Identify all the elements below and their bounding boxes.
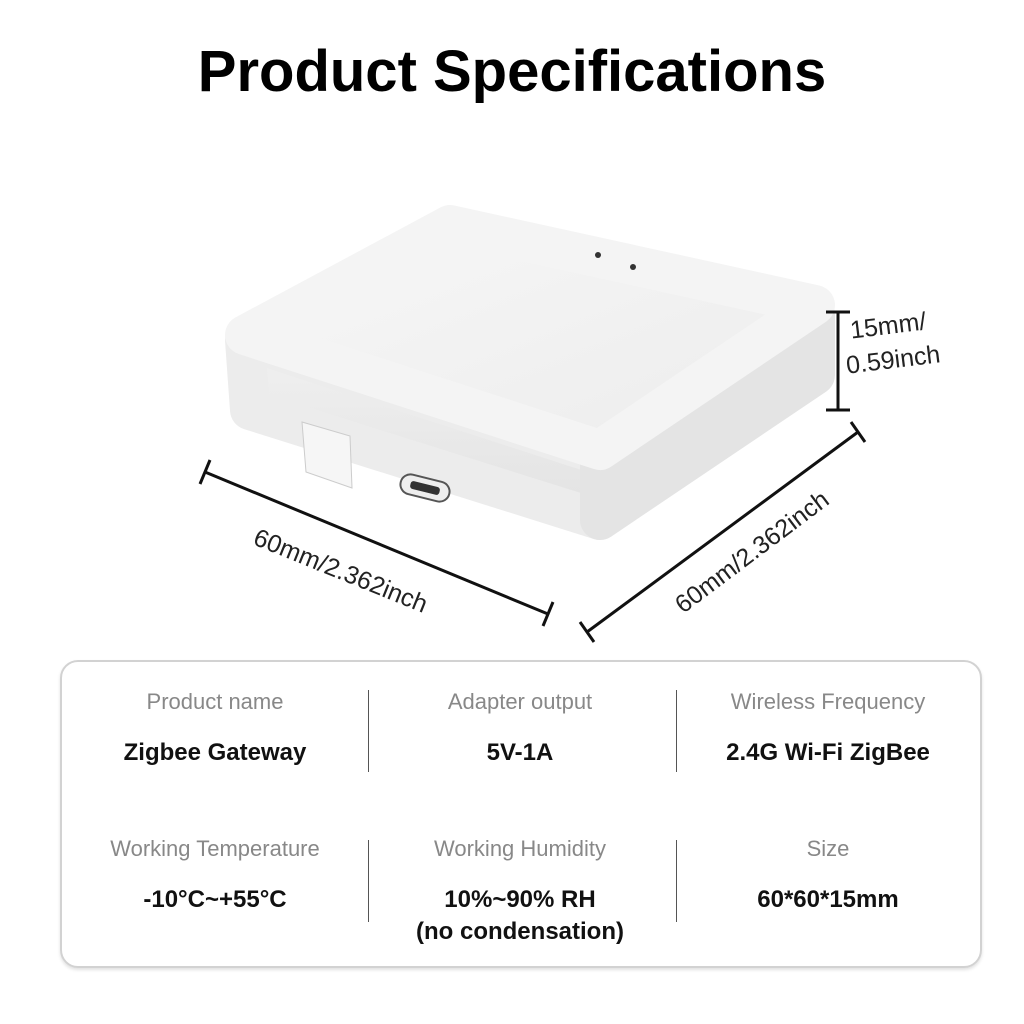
spec-value: 2.4G Wi-Fi ZigBee — [726, 739, 930, 766]
divider — [676, 690, 677, 772]
spec-label: Wireless Frequency — [730, 689, 926, 714]
spec-working-humidity: Working Humidity 10%~90% RH (no condensa… — [370, 836, 670, 948]
spec-label: Working Temperature — [110, 836, 320, 861]
spec-value: 5V-1A — [486, 739, 554, 766]
spec-table: Product name Zigbee Gateway Adapter outp… — [60, 660, 982, 968]
spec-product-name: Product name Zigbee Gateway — [65, 689, 365, 769]
gateway-device-illustration — [198, 205, 867, 643]
spec-value: 10%~90% RH — [444, 886, 596, 913]
divider — [676, 840, 677, 922]
spec-value: 60*60*15mm — [757, 886, 899, 913]
spec-wireless-frequency: Wireless Frequency 2.4G Wi-Fi ZigBee — [678, 689, 978, 769]
spec-label: Adapter output — [447, 689, 593, 714]
spec-value-note: (no condensation) — [416, 918, 624, 945]
dimension-lines — [198, 310, 867, 643]
spec-working-temperature: Working Temperature -10°C~+55°C — [65, 836, 365, 916]
spec-label: Size — [806, 836, 850, 861]
led-indicator — [630, 264, 636, 270]
led-indicator — [595, 252, 601, 258]
page-title: Product Specifications — [197, 39, 827, 104]
divider — [368, 840, 369, 922]
reset-button — [301, 421, 353, 489]
spec-label: Working Humidity — [434, 836, 606, 861]
spec-label: Product name — [146, 689, 284, 714]
spec-value: -10°C~+55°C — [143, 886, 287, 913]
divider — [368, 690, 369, 772]
spec-value: Zigbee Gateway — [123, 739, 307, 766]
spec-size: Size 60*60*15mm — [678, 836, 978, 916]
spec-adapter-output: Adapter output 5V-1A — [370, 689, 670, 769]
